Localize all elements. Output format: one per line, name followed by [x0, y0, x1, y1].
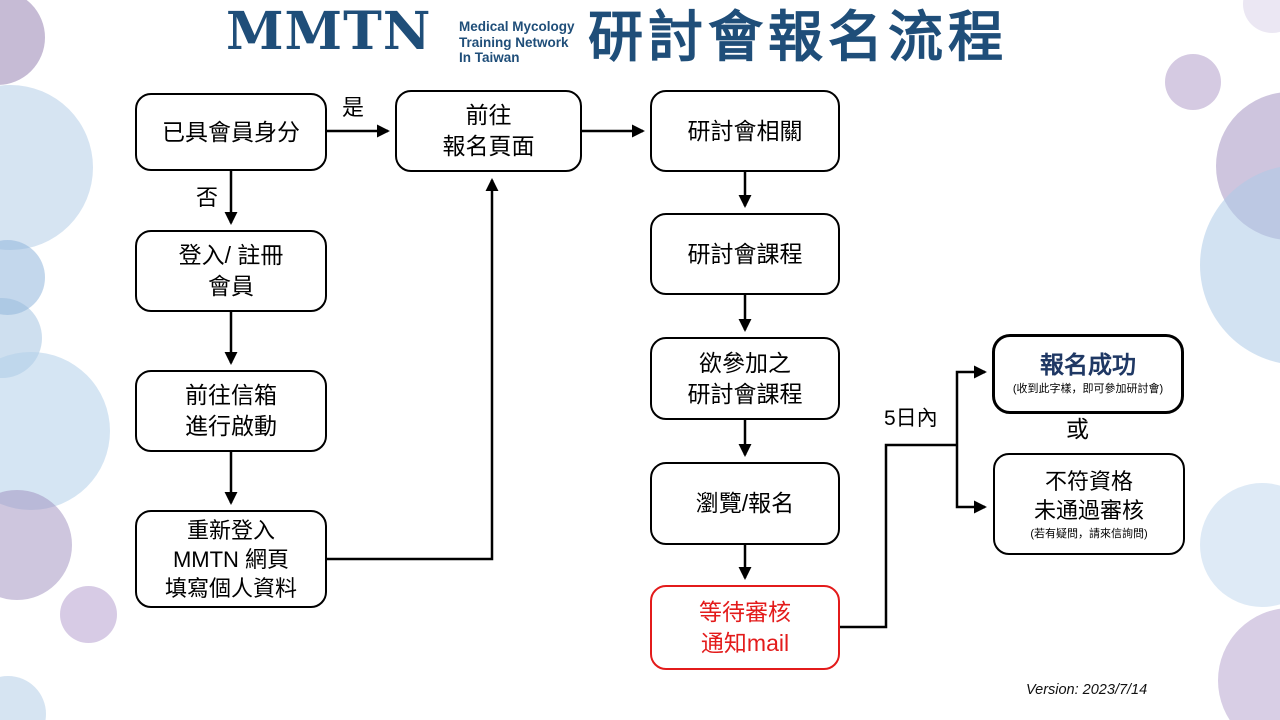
tagline-line: In Taiwan — [459, 50, 520, 65]
node-text: 會員 — [208, 273, 254, 299]
node-seminar-courses: 研討會課程 — [650, 213, 840, 295]
bg-circle — [1243, 0, 1280, 33]
node-mailbox-activate: 前往信箱 進行啟動 — [135, 370, 327, 452]
node-member-check: 已具會員身分 — [135, 93, 327, 171]
node-text: 報名頁面 — [442, 133, 535, 159]
node-not-qualified: 不符資格 未通過審核 (若有疑問，請來信詢問) — [993, 453, 1185, 555]
node-text: 不符資格 — [1044, 468, 1133, 494]
node-text: 前往 — [465, 102, 512, 128]
bg-circle — [1218, 608, 1280, 720]
node-goto-registration-page: 前往 報名頁面 — [395, 90, 582, 172]
node-register-success: 報名成功 (收到此字樣，即可參加研討會) — [992, 334, 1184, 414]
node-text: 填寫個人資料 — [164, 575, 297, 601]
node-relogin-fill-profile: 重新登入 MMTN 網頁 填寫個人資料 — [135, 510, 327, 608]
node-browse-register: 瀏覽/報名 — [650, 462, 840, 545]
node-text: 前往信箱 — [185, 382, 277, 408]
node-text: 研討會課程 — [687, 380, 803, 407]
node-note: (若有疑問，請來信詢問) — [1030, 527, 1148, 540]
node-note: (收到此字樣，即可參加研討會) — [1012, 382, 1164, 395]
node-text: 研討會課程 — [687, 240, 803, 267]
node-text: MMTN 網頁 — [172, 546, 290, 572]
bg-circle — [1165, 54, 1221, 110]
page-title: 研討會報名流程 — [588, 6, 1009, 68]
mmtn-logo: MMTN — [226, 1, 432, 62]
bg-circle — [0, 490, 72, 600]
node-text: 欲參加之 — [699, 349, 791, 376]
tagline-line: Medical Mycology — [459, 19, 575, 34]
version-text: Version: 2023/7/14 — [1026, 682, 1148, 698]
tagline-line: Training Network — [459, 34, 569, 50]
bg-circle — [0, 85, 93, 250]
edge-wait-trunk — [840, 443, 957, 629]
bg-circle — [60, 586, 117, 643]
node-course-to-join: 欲參加之 研討會課程 — [650, 337, 840, 420]
node-wait-review-mail: 等待審核 通知mail — [650, 585, 840, 670]
node-text: 研討會相關 — [687, 117, 803, 144]
bg-circle — [0, 676, 46, 720]
bg-circle — [0, 0, 45, 85]
node-text: 等待審核 — [699, 598, 791, 625]
edge-to-success — [955, 365, 987, 445]
node-text: 進行啟動 — [185, 413, 277, 439]
bg-circle — [1200, 483, 1280, 607]
edge-to-not-qualified — [955, 445, 987, 514]
edge-label-yes: 是 — [342, 95, 365, 120]
node-text: 重新登入 — [186, 517, 275, 543]
node-seminar-related: 研討會相關 — [650, 90, 840, 172]
bg-circle — [0, 352, 110, 510]
edge-label-or: 或 — [1066, 416, 1089, 442]
node-text: 已具會員身分 — [162, 118, 300, 145]
edge-label-within-5-days: 5日內 — [884, 407, 938, 430]
mmtn-logo-tagline: Medical Mycology Training Network In Tai… — [459, 19, 575, 66]
node-text: 瀏覽/報名 — [695, 490, 795, 516]
bg-circle — [1200, 165, 1280, 365]
node-text: 登入/ 註冊 — [178, 242, 284, 268]
node-login-register: 登入/ 註冊 會員 — [135, 230, 327, 312]
edge-label-no: 否 — [196, 185, 219, 210]
node-title: 報名成功 — [1040, 351, 1136, 379]
edge-relogin-to-registration — [327, 178, 499, 561]
node-text: 未通過審核 — [1033, 497, 1144, 523]
node-text: 通知mail — [700, 629, 790, 656]
